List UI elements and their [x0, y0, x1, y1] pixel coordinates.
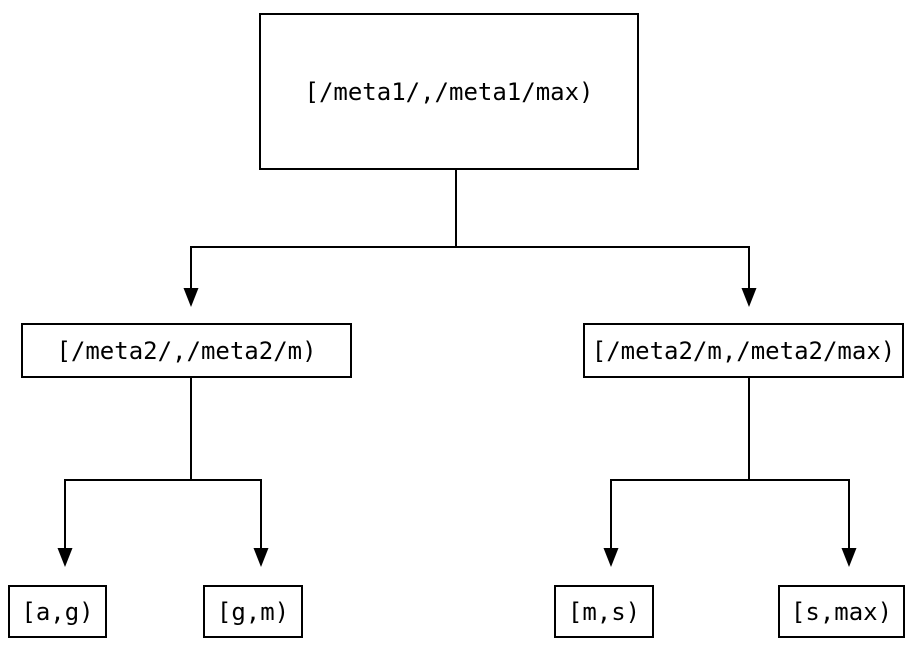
arrowhead-down-icon [841, 548, 857, 567]
tree-node-meta2-right: [/meta2/m,/meta2/max) [583, 323, 904, 378]
arrowhead-down-icon [57, 548, 73, 567]
tree-node-leaf-gm-label: [g,m) [216, 597, 290, 626]
tree-node-leaf-ag: [a,g) [8, 585, 107, 638]
tree-node-leaf-gm: [g,m) [203, 585, 303, 638]
arrowhead-down-icon [741, 288, 757, 307]
tree-node-leaf-ms: [m,s) [554, 585, 654, 638]
tree-node-leaf-ag-label: [a,g) [21, 597, 94, 626]
arrowhead-down-icon [183, 288, 199, 307]
tree-node-leaf-ms-label: [m,s) [567, 597, 641, 626]
tree-node-root: [/meta1/,/meta1/max) [259, 13, 639, 170]
tree-node-meta2-left-label: [/meta2/,/meta2/m) [56, 336, 317, 365]
tree-node-leaf-smax: [s,max) [778, 585, 905, 638]
tree-node-leaf-smax-label: [s,max) [790, 597, 893, 626]
arrowhead-down-icon [253, 548, 269, 567]
arrowhead-down-icon [603, 548, 619, 567]
tree-node-meta2-left: [/meta2/,/meta2/m) [21, 323, 352, 378]
tree-node-root-label: [/meta1/,/meta1/max) [304, 77, 594, 106]
tree-node-meta2-right-label: [/meta2/m,/meta2/max) [591, 336, 896, 365]
